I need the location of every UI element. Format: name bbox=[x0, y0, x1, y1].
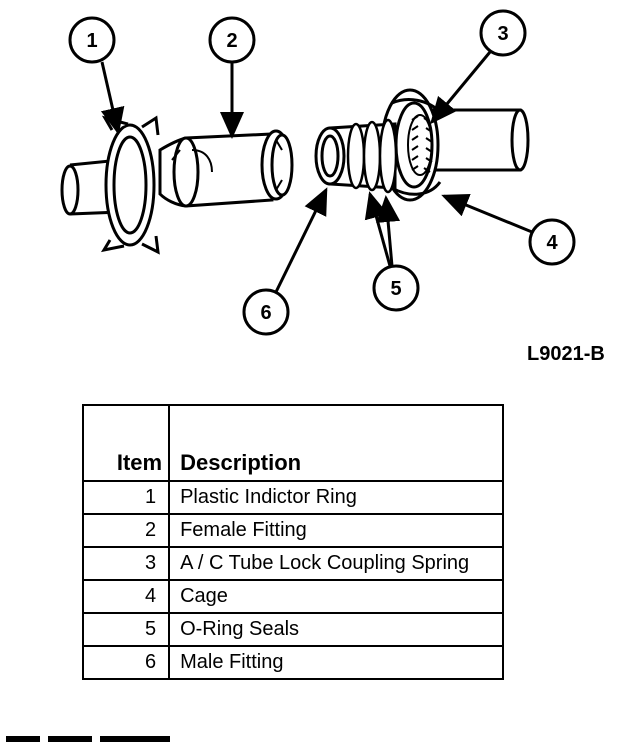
header-item: Item bbox=[81, 404, 171, 482]
callout-label-1: 1 bbox=[86, 30, 97, 52]
callout-label-4: 4 bbox=[546, 232, 558, 254]
item-cell: 4 bbox=[81, 579, 171, 614]
o-ring-seals bbox=[346, 118, 398, 194]
table-row: 4 Cage bbox=[81, 579, 504, 614]
callout-3 bbox=[430, 9, 527, 125]
description-cell: A / C Tube Lock Coupling Spring bbox=[168, 546, 504, 581]
male-fitting-body bbox=[314, 118, 398, 194]
callout-4 bbox=[441, 193, 576, 266]
table-row: 1 Plastic Indictor Ring bbox=[81, 480, 504, 515]
female-fitting-assembly bbox=[60, 115, 294, 255]
description-cell: Female Fitting bbox=[168, 513, 504, 548]
callout-1 bbox=[68, 16, 125, 135]
female-fitting-body bbox=[158, 129, 294, 208]
male-fitting-assembly bbox=[314, 88, 530, 202]
table-row: 2 Female Fitting bbox=[81, 513, 504, 548]
callout-label-2: 2 bbox=[226, 30, 237, 52]
legend-header-row: Item Description bbox=[81, 404, 504, 482]
legend-table: Item Description 1 Plastic Indictor Ring… bbox=[81, 404, 504, 680]
callout-label-3: 3 bbox=[497, 23, 508, 45]
callout-2 bbox=[208, 16, 256, 139]
description-cell: Male Fitting bbox=[168, 645, 504, 680]
callout-label-6: 6 bbox=[260, 302, 271, 324]
description-cell: Plastic Indictor Ring bbox=[168, 480, 504, 515]
item-cell: 2 bbox=[81, 513, 171, 548]
item-cell: 6 bbox=[81, 645, 171, 680]
callout-label-5: 5 bbox=[390, 278, 401, 300]
item-cell: 5 bbox=[81, 612, 171, 647]
coupling-diagram: 1 2 3 4 5 6 bbox=[60, 9, 576, 336]
table-row: 3 A / C Tube Lock Coupling Spring bbox=[81, 546, 504, 581]
figure-id: L9021-B bbox=[527, 343, 605, 365]
description-cell: O-Ring Seals bbox=[168, 612, 504, 647]
item-cell: 3 bbox=[81, 546, 171, 581]
callouts bbox=[68, 9, 576, 336]
header-description: Description bbox=[168, 404, 504, 482]
table-row: 6 Male Fitting bbox=[81, 645, 504, 680]
callout-5 bbox=[364, 191, 420, 312]
garter-spring bbox=[407, 114, 433, 176]
indicator-ring bbox=[100, 115, 160, 255]
item-cell: 1 bbox=[81, 480, 171, 515]
cropped-text-fragment bbox=[6, 736, 170, 742]
table-row: 5 O-Ring Seals bbox=[81, 612, 504, 647]
callout-6 bbox=[242, 187, 328, 336]
description-cell: Cage bbox=[168, 579, 504, 614]
